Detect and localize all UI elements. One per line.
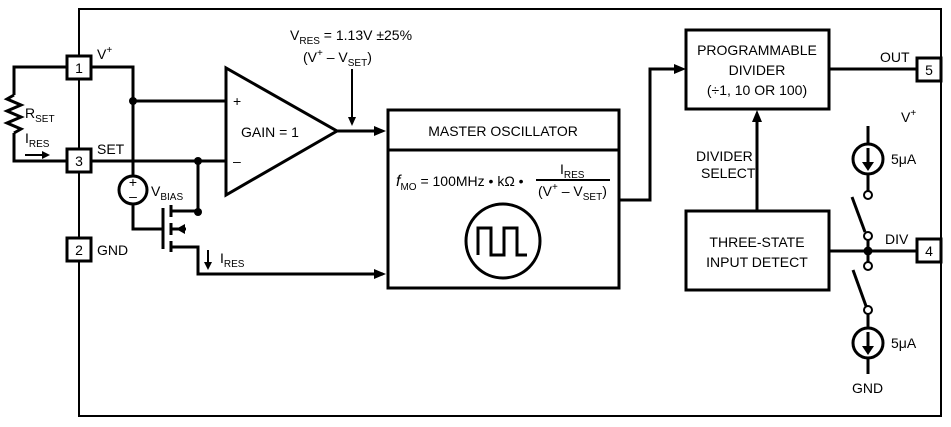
pin-3: 3 — [65, 147, 93, 174]
divider-select-label-1: DIVIDER — [696, 148, 753, 164]
ires-left-arrow — [25, 151, 50, 159]
vres-annotation: VRES = 1.13V ±25% (V+ – VSET) — [290, 27, 412, 126]
switch-bottom — [851, 261, 873, 315]
vbias-label: VBIAS — [151, 183, 183, 203]
gain-amplifier: + – GAIN = 1 — [224, 65, 386, 198]
svg-text:4: 4 — [925, 243, 933, 259]
divider-select-wire — [752, 110, 762, 211]
svg-text:VRES = 1.13V ±25%: VRES = 1.13V ±25% — [290, 27, 412, 47]
vplus-net — [91, 65, 226, 176]
svg-text:–: – — [129, 188, 137, 204]
svg-text:–: – — [233, 153, 241, 169]
current-source-top — [851, 126, 885, 200]
svg-text:3: 3 — [75, 153, 83, 169]
svg-text:(V+ – VSET): (V+ – VSET) — [538, 182, 607, 203]
mosfet — [161, 205, 386, 279]
svg-text:5: 5 — [925, 62, 933, 78]
rset-wires — [3, 65, 67, 163]
svg-text:+: + — [233, 93, 241, 109]
master-oscillator-title: MASTER OSCILLATOR — [428, 123, 578, 139]
svg-text:(V+ – VSET): (V+ – VSET) — [303, 48, 372, 69]
programmable-divider: PROGRAMMABLE DIVIDER (÷1, 10 OR 100) — [684, 28, 831, 111]
svg-text:IRES: IRES — [560, 161, 585, 181]
div-wire — [829, 246, 917, 256]
svg-text:DIVIDER: DIVIDER — [729, 62, 786, 78]
vbias-source: + – — [117, 174, 163, 231]
ires-bottom-arrow — [204, 250, 212, 270]
svg-text:GAIN = 1: GAIN = 1 — [241, 124, 299, 140]
svg-text:THREE-STATE: THREE-STATE — [709, 234, 804, 250]
osc-to-divider-wire — [619, 64, 686, 202]
svg-text:PROGRAMMABLE: PROGRAMMABLE — [697, 42, 817, 58]
fmo-formula: fMO = 100MHz • kΩ • — [396, 173, 524, 193]
ires-bottom-label: IRES — [220, 250, 245, 270]
three-state-input-detect: THREE-STATE INPUT DETECT — [684, 209, 831, 292]
switch-top — [850, 196, 873, 262]
svg-text:+: + — [129, 174, 137, 190]
current-bottom-label: 5μA — [891, 335, 917, 351]
master-oscillator: MASTER OSCILLATOR fMO = 100MHz • kΩ • IR… — [386, 108, 621, 290]
pin-1: 1 — [65, 54, 93, 81]
div-label: DIV — [885, 231, 909, 247]
set-net — [91, 157, 226, 212]
out-label: OUT — [880, 49, 910, 65]
set-label: SET — [97, 141, 125, 157]
current-top-label: 5μA — [891, 151, 917, 167]
current-source-bottom — [851, 314, 885, 374]
rset-label: RSET — [25, 105, 55, 125]
svg-text:2: 2 — [75, 242, 83, 258]
svg-text:INPUT DETECT: INPUT DETECT — [706, 254, 808, 270]
vplus-left-label: V+ — [97, 45, 112, 62]
pin-2: 2 — [65, 236, 93, 263]
chip-outline — [78, 8, 942, 417]
gnd-left-label: GND — [97, 242, 128, 258]
square-wave-icon — [476, 226, 527, 257]
svg-text:1: 1 — [75, 60, 83, 76]
gnd-right-label: GND — [852, 380, 883, 396]
svg-text:(÷1, 10 OR 100): (÷1, 10 OR 100) — [707, 82, 807, 98]
ires-left-label: IRES — [25, 130, 50, 150]
pin-4: 4 — [915, 237, 943, 264]
pin-5: 5 — [915, 56, 943, 83]
vplus-right-label: V+ — [901, 108, 916, 125]
divider-select-label-2: SELECT — [701, 165, 756, 181]
